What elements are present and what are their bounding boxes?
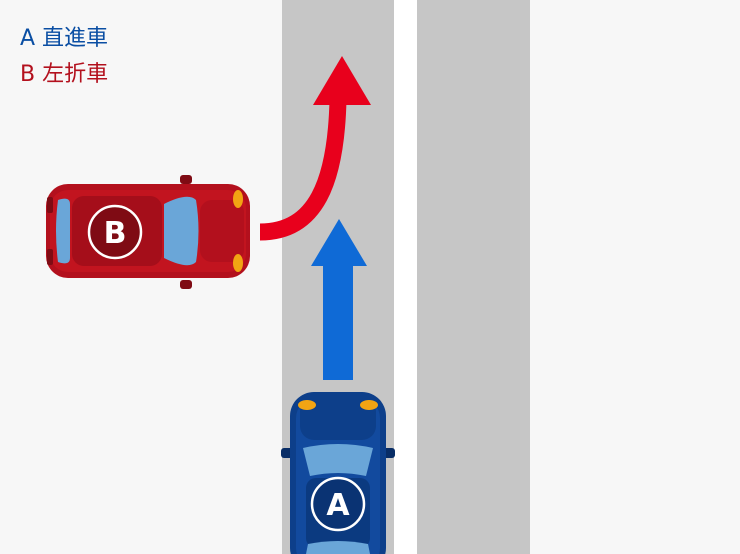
car-a: A [281, 392, 395, 554]
lane-divider [394, 0, 417, 554]
car-b: B [46, 175, 250, 289]
arrow-up-icon [311, 219, 367, 380]
turn-arrow-icon [259, 56, 371, 241]
car-b-mirror-bottom [180, 280, 192, 289]
legend-a: A 直進車 [20, 26, 109, 51]
car-b-mirror-top [180, 175, 192, 184]
car-a-headlight-right [360, 400, 378, 410]
legend-b: B 左折車 [20, 62, 109, 87]
car-b-headlight-bottom [233, 254, 243, 272]
car-b-windshield [164, 196, 199, 266]
car-a-rear-window [306, 541, 370, 554]
car-b-rear-window [56, 198, 70, 264]
car-a-headlight-left [298, 400, 316, 410]
car-b-label: B [104, 216, 127, 251]
car-b-rear-light-top [47, 197, 53, 213]
road-lane-right [417, 0, 530, 554]
turn-arrow-shaft [259, 99, 347, 241]
car-b-headlight-top [233, 190, 243, 208]
straight-arrow-shaft [323, 262, 353, 380]
car-a-hood [300, 398, 376, 440]
turn-arrow-head [313, 56, 371, 105]
car-b-hood [200, 200, 244, 262]
car-a-badge [310, 476, 366, 532]
car-b-badge [87, 204, 143, 260]
straight-arrow-head [311, 219, 367, 266]
car-a-label: A [326, 488, 350, 523]
car-a-windshield [303, 444, 373, 476]
car-b-rear-light-bottom [47, 249, 53, 265]
